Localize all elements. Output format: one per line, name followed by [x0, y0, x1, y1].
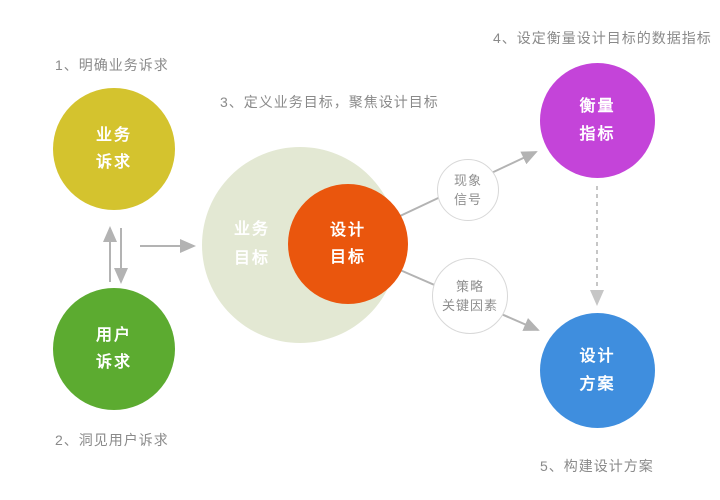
step3-label: 3、定义业务目标，聚焦设计目标 [220, 94, 439, 110]
measure-metric-circle: 衡量 指标 [540, 63, 655, 178]
step2-label: 2、洞见用户诉求 [55, 432, 169, 448]
user-demand-line2: 诉求 [95, 354, 132, 371]
step5-label: 5、构建设计方案 [540, 458, 654, 474]
user-demand-circle: 用户 诉求 [53, 288, 175, 410]
business-goal-text: 业务 目标 [220, 216, 284, 274]
business-goal-line1: 业务 [233, 221, 270, 239]
design-solution-line1: 设计 [579, 348, 616, 366]
strategy-factor-bubble: 策略 关键因素 [432, 258, 508, 334]
business-demand-line1: 业务 [95, 126, 132, 144]
design-solution-circle: 设计 方案 [540, 313, 655, 428]
design-goal-line1: 设计 [329, 221, 366, 239]
phenomenon-signal-line2: 信号 [453, 192, 482, 207]
business-goal-line2: 目标 [233, 250, 270, 267]
strategy-factor-line1: 策略 [455, 278, 484, 294]
business-demand-line2: 诉求 [95, 154, 132, 171]
step1-label: 1、明确业务诉求 [55, 57, 169, 73]
business-demand-circle: 业务 诉求 [53, 88, 175, 210]
design-solution-line2: 方案 [579, 375, 616, 393]
phenomenon-signal-line1: 现象 [453, 172, 482, 188]
design-goal-line2: 目标 [329, 249, 366, 266]
strategy-factor-line2: 关键因素 [441, 298, 498, 313]
design-goal-circle: 设计 目标 [288, 184, 408, 304]
user-demand-line1: 用户 [95, 326, 132, 344]
phenomenon-signal-bubble: 现象 信号 [437, 159, 499, 221]
measure-metric-line1: 衡量 [579, 98, 616, 116]
measure-metric-line2: 指标 [579, 125, 616, 143]
step4-label: 4、设定衡量设计目标的数据指标 [493, 30, 712, 46]
